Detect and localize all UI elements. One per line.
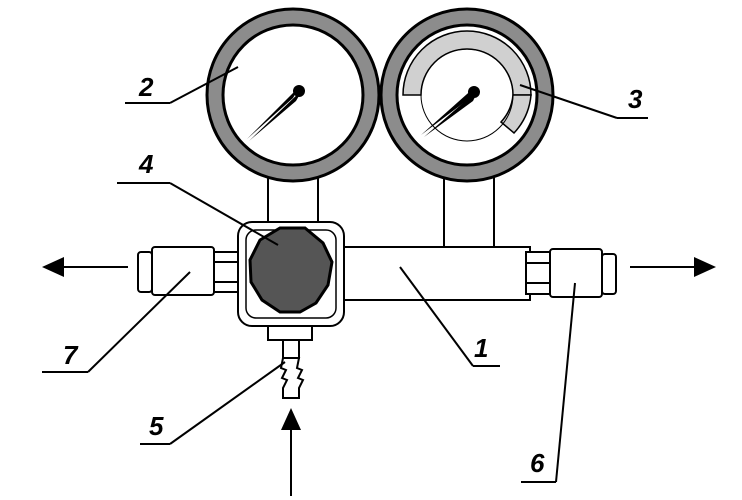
left-gauge-needle	[247, 85, 305, 141]
callout-label-1: 1	[474, 333, 488, 363]
left-quick-coupling	[137, 246, 239, 296]
callout-5: 5	[140, 361, 286, 445]
callout-2: 2	[125, 66, 239, 104]
arrow-outflow-left	[42, 257, 128, 277]
valve-block	[237, 221, 345, 327]
inlet-fitting	[267, 325, 313, 399]
callout-7: 7	[42, 271, 191, 373]
arrow-inflow-bottom	[281, 408, 301, 496]
right-quick-coupling	[525, 248, 617, 298]
callout-label-7: 7	[63, 340, 79, 370]
callout-1: 1	[399, 266, 500, 367]
callout-label-5: 5	[149, 411, 164, 441]
manifold-pipe	[341, 246, 531, 301]
right-gauge-stem	[443, 169, 495, 253]
left-pressure-gauge	[205, 7, 381, 183]
callout-3: 3	[519, 84, 648, 119]
callout-label-4: 4	[138, 149, 154, 179]
right-gauge-needle	[421, 86, 480, 137]
right-pressure-gauge	[379, 7, 555, 183]
callout-6: 6	[521, 282, 576, 483]
callout-label-2: 2	[138, 72, 154, 102]
callout-4: 4	[117, 149, 279, 246]
arrow-outflow-right	[630, 257, 716, 277]
callout-label-6: 6	[530, 448, 545, 478]
callout-label-3: 3	[628, 84, 643, 114]
valve-knob	[248, 226, 334, 314]
